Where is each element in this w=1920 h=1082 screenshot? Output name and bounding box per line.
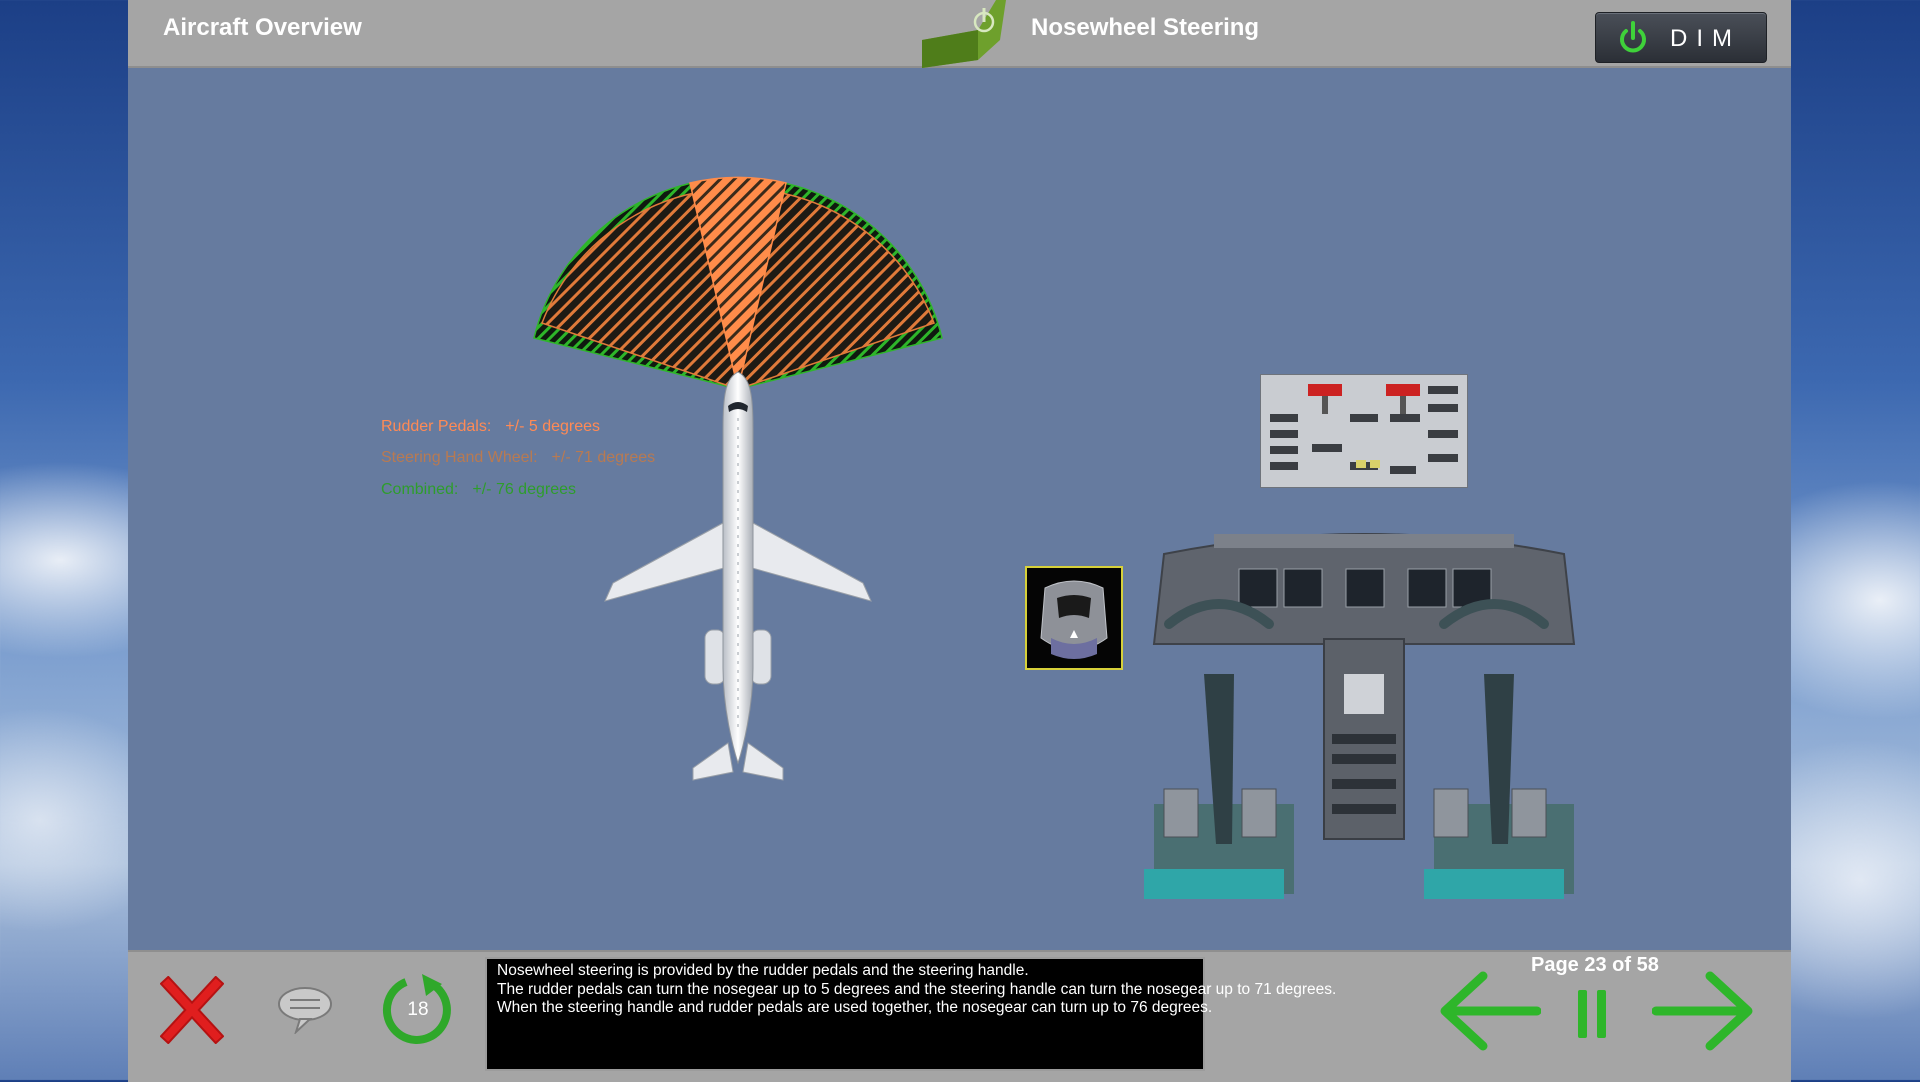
- legend-combined: Combined: +/- 76 degrees: [381, 481, 576, 499]
- aircraft-tail-logo-icon: [922, 0, 1006, 68]
- caption-line: When the steering handle and rudder peda…: [497, 999, 1213, 1016]
- legend-steering-hand-wheel: Steering Hand Wheel: +/- 71 degrees: [381, 449, 655, 467]
- page-title: Nosewheel Steering: [1031, 14, 1260, 41]
- rudder-sector: [689, 176, 787, 390]
- footer-bar: 18 Nosewheel steering is provided by the…: [128, 950, 1791, 1082]
- replay-arrow-icon: [382, 974, 451, 1044]
- caption-line: The rudder pedals can turn the nosegear …: [497, 980, 1337, 998]
- pause-icon: [1578, 990, 1606, 1038]
- content-stage: Rudder Pedals: +/- 5 degrees Steering Han…: [128, 68, 1791, 948]
- app-title: Aircraft Overview: [163, 14, 362, 41]
- speech-bubble-icon: [278, 987, 332, 1036]
- prev-page-button[interactable]: [1433, 968, 1542, 1054]
- legend-handwheel-value: +/- 71 degrees: [551, 449, 656, 466]
- overhead-panel-image: [1260, 374, 1468, 488]
- steering-handle-thumbnail[interactable]: [1025, 566, 1123, 670]
- header-bar: Aircraft Overview Nosewheel Steering DIM: [128, 0, 1791, 68]
- close-button[interactable]: [159, 975, 225, 1045]
- caption-line: Nosewheel steering is provided by the ru…: [497, 962, 1029, 979]
- comment-button[interactable]: [276, 984, 334, 1036]
- steering-handle-image: [1040, 580, 1108, 659]
- cockpit-image: [1144, 533, 1576, 899]
- app-window: Aircraft Overview Nosewheel Steering DIM: [128, 0, 1791, 1082]
- legend-combined-value: +/- 76 degrees: [472, 481, 576, 498]
- legend-rudder-label: Rudder Pedals:: [381, 418, 492, 435]
- legend-combined-label: Combined:: [381, 481, 459, 498]
- dim-label: DIM: [1670, 25, 1741, 52]
- power-icon: [1620, 21, 1646, 53]
- replay-count: 18: [407, 999, 429, 1020]
- replay-button[interactable]: 18: [382, 974, 454, 1046]
- aircraft-top-view: [604, 371, 872, 781]
- caption-box: Nosewheel steering is provided by the ru…: [485, 957, 1337, 1071]
- dim-button[interactable]: DIM: [1595, 12, 1767, 63]
- steering-angle-diagram: [533, 176, 943, 390]
- arrow-left-icon: [1440, 971, 1542, 1051]
- page-indicator: Page 23 of 58: [1531, 954, 1659, 976]
- legend-handwheel-label: Steering Hand Wheel:: [381, 449, 538, 466]
- legend-rudder-pedals: Rudder Pedals: +/- 5 degrees: [381, 418, 600, 436]
- arrow-right-icon: [1651, 971, 1753, 1051]
- next-page-button[interactable]: [1651, 968, 1760, 1054]
- close-x-icon: [159, 975, 225, 1045]
- legend-rudder-value: +/- 5 degrees: [505, 418, 601, 435]
- pause-button[interactable]: [1578, 990, 1606, 1038]
